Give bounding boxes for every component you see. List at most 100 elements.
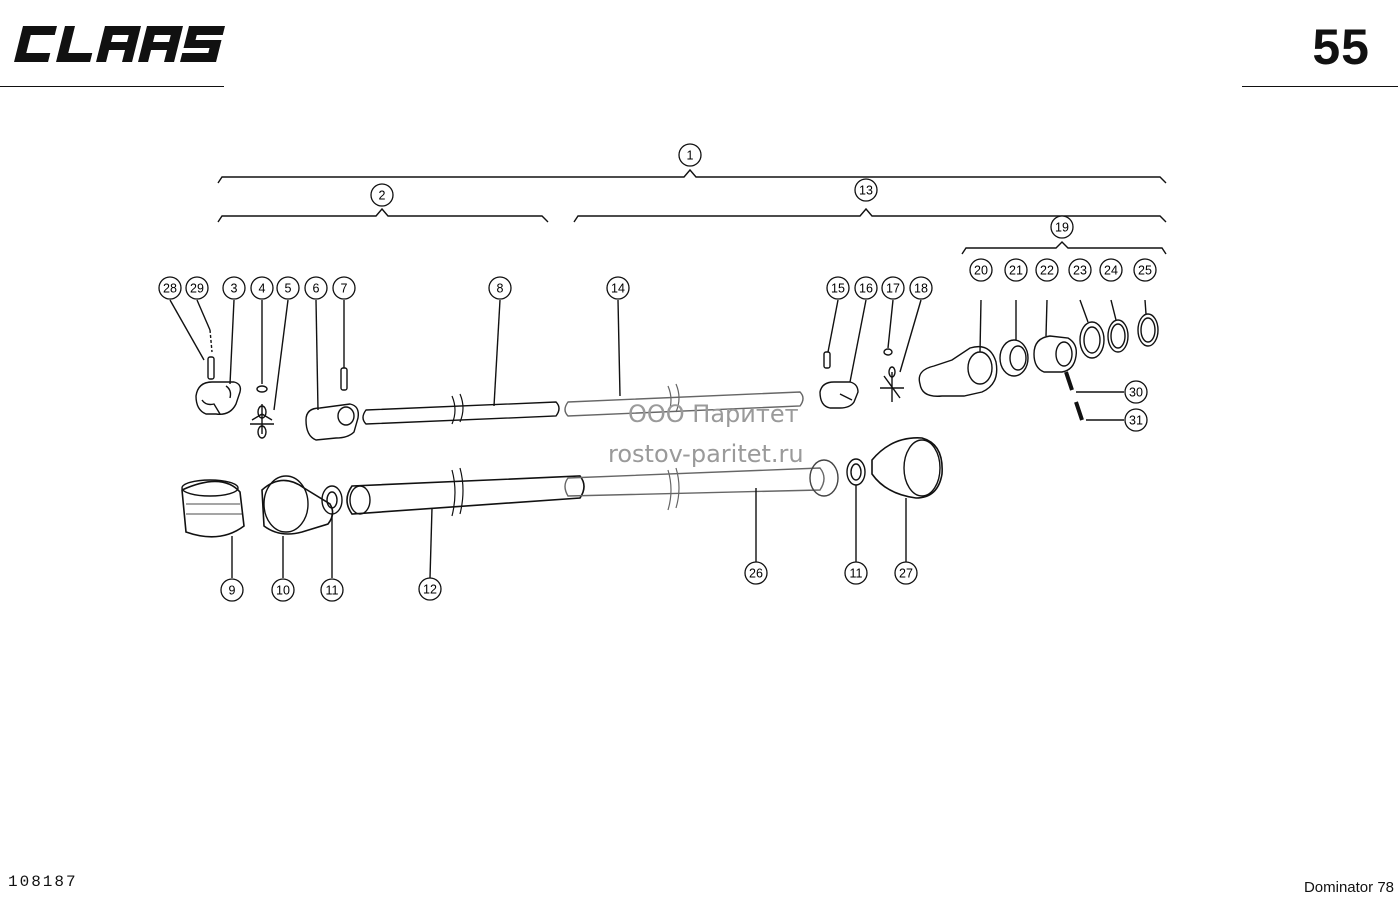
callout-5: 5 [276, 276, 300, 300]
leader-24 [1110, 299, 1117, 321]
callout-10: 10 [271, 578, 295, 602]
pin-29 [209, 329, 213, 353]
svg-text:10: 10 [276, 584, 290, 598]
cover-21 [999, 339, 1029, 377]
claas-logo [14, 26, 226, 62]
svg-text:29: 29 [190, 282, 204, 296]
bracket-assembly-13 [573, 207, 1167, 223]
leader-3 [229, 299, 235, 385]
svg-text:25: 25 [1138, 264, 1152, 278]
svg-text:11: 11 [850, 567, 863, 581]
leader-29 [196, 299, 211, 331]
svg-text:27: 27 [899, 567, 913, 581]
callout-29: 29 [185, 276, 209, 300]
callout-1: 1 [678, 143, 702, 167]
svg-text:31: 31 [1129, 414, 1143, 428]
yoke-6 [305, 403, 360, 441]
svg-text:3: 3 [231, 282, 238, 296]
svg-text:24: 24 [1104, 264, 1118, 278]
svg-text:5: 5 [285, 282, 292, 296]
leader-6 [315, 299, 319, 411]
callout-15: 15 [826, 276, 850, 300]
guard-cone-9 [181, 480, 245, 538]
inner-tube-14 [564, 391, 804, 417]
callout-28: 28 [158, 276, 182, 300]
svg-text:2: 2 [379, 189, 386, 203]
svg-text:21: 21 [1009, 264, 1023, 278]
svg-text:30: 30 [1129, 386, 1143, 400]
callout-group: 1 2 13 19 28 29 3 4 5 6 7 8 14 15 16 17 … [158, 143, 1157, 602]
ring-4 [256, 385, 268, 393]
pin-31 [1074, 401, 1084, 421]
callout-14: 14 [606, 276, 630, 300]
model-name: Dominator 78 [1303, 879, 1394, 896]
leader-20 [979, 299, 982, 353]
leader-17 [887, 299, 894, 349]
ring-23 [1079, 321, 1105, 359]
pin-15 [823, 351, 831, 369]
pin-7 [340, 367, 348, 391]
callout-30: 30 [1124, 380, 1148, 404]
callout-22: 22 [1035, 258, 1059, 282]
svg-text:6: 6 [313, 282, 320, 296]
callout-13: 13 [854, 178, 878, 202]
callout-6: 6 [304, 276, 328, 300]
callout-19: 19 [1050, 215, 1074, 239]
svg-text:18: 18 [914, 282, 928, 296]
callout-31: 31 [1124, 408, 1148, 432]
callout-16: 16 [854, 276, 878, 300]
leader-28 [169, 299, 205, 361]
page-number: 55 [1312, 19, 1370, 75]
callout-18: 18 [909, 276, 933, 300]
svg-text:23: 23 [1073, 264, 1087, 278]
inner-tube-8 [362, 401, 560, 425]
leader-5 [273, 299, 289, 411]
yoke-3 [195, 381, 242, 415]
bracket-assembly-1 [217, 168, 1167, 184]
callout-9: 9 [220, 578, 244, 602]
leader-14 [617, 299, 621, 397]
callout-4: 4 [250, 276, 274, 300]
ring-24 [1107, 319, 1129, 353]
svg-text:15: 15 [831, 282, 845, 296]
leader-18 [899, 299, 922, 373]
header-rule-left [0, 86, 224, 87]
callout-25: 25 [1133, 258, 1157, 282]
leader-12 [429, 507, 433, 579]
drawing-number: 108187 [8, 873, 78, 891]
callout-8: 8 [488, 276, 512, 300]
svg-text:8: 8 [497, 282, 504, 296]
outer-tube-26 [564, 467, 825, 497]
cross-joint-5 [250, 404, 274, 434]
yoke-20 [918, 345, 998, 397]
bearing-ring-11b [846, 458, 866, 486]
svg-text:26: 26 [749, 567, 763, 581]
svg-text:19: 19 [1055, 221, 1069, 235]
svg-text:7: 7 [341, 282, 348, 296]
leader-8 [493, 299, 501, 407]
leader-22 [1045, 299, 1048, 337]
callout-21: 21 [1004, 258, 1028, 282]
svg-text:11: 11 [326, 584, 339, 598]
callout-2: 2 [370, 183, 394, 207]
callout-17: 17 [881, 276, 905, 300]
svg-text:1: 1 [687, 149, 694, 163]
yoke-16 [819, 381, 859, 409]
svg-text:14: 14 [611, 282, 625, 296]
callout-7: 7 [332, 276, 356, 300]
callout-26: 26 [744, 561, 768, 585]
bracket-assembly-19 [961, 241, 1167, 255]
callout-24: 24 [1099, 258, 1123, 282]
leader-16 [849, 299, 867, 383]
svg-text:28: 28 [163, 282, 177, 296]
svg-text:16: 16 [859, 282, 873, 296]
svg-text:12: 12 [423, 583, 437, 597]
outer-tube-12 [346, 475, 585, 515]
pin-30 [1064, 371, 1074, 391]
pin-28 [207, 356, 215, 380]
header-rule-right [1242, 86, 1398, 87]
callout-27: 27 [894, 561, 918, 585]
callout-11b: 11 [844, 561, 868, 585]
